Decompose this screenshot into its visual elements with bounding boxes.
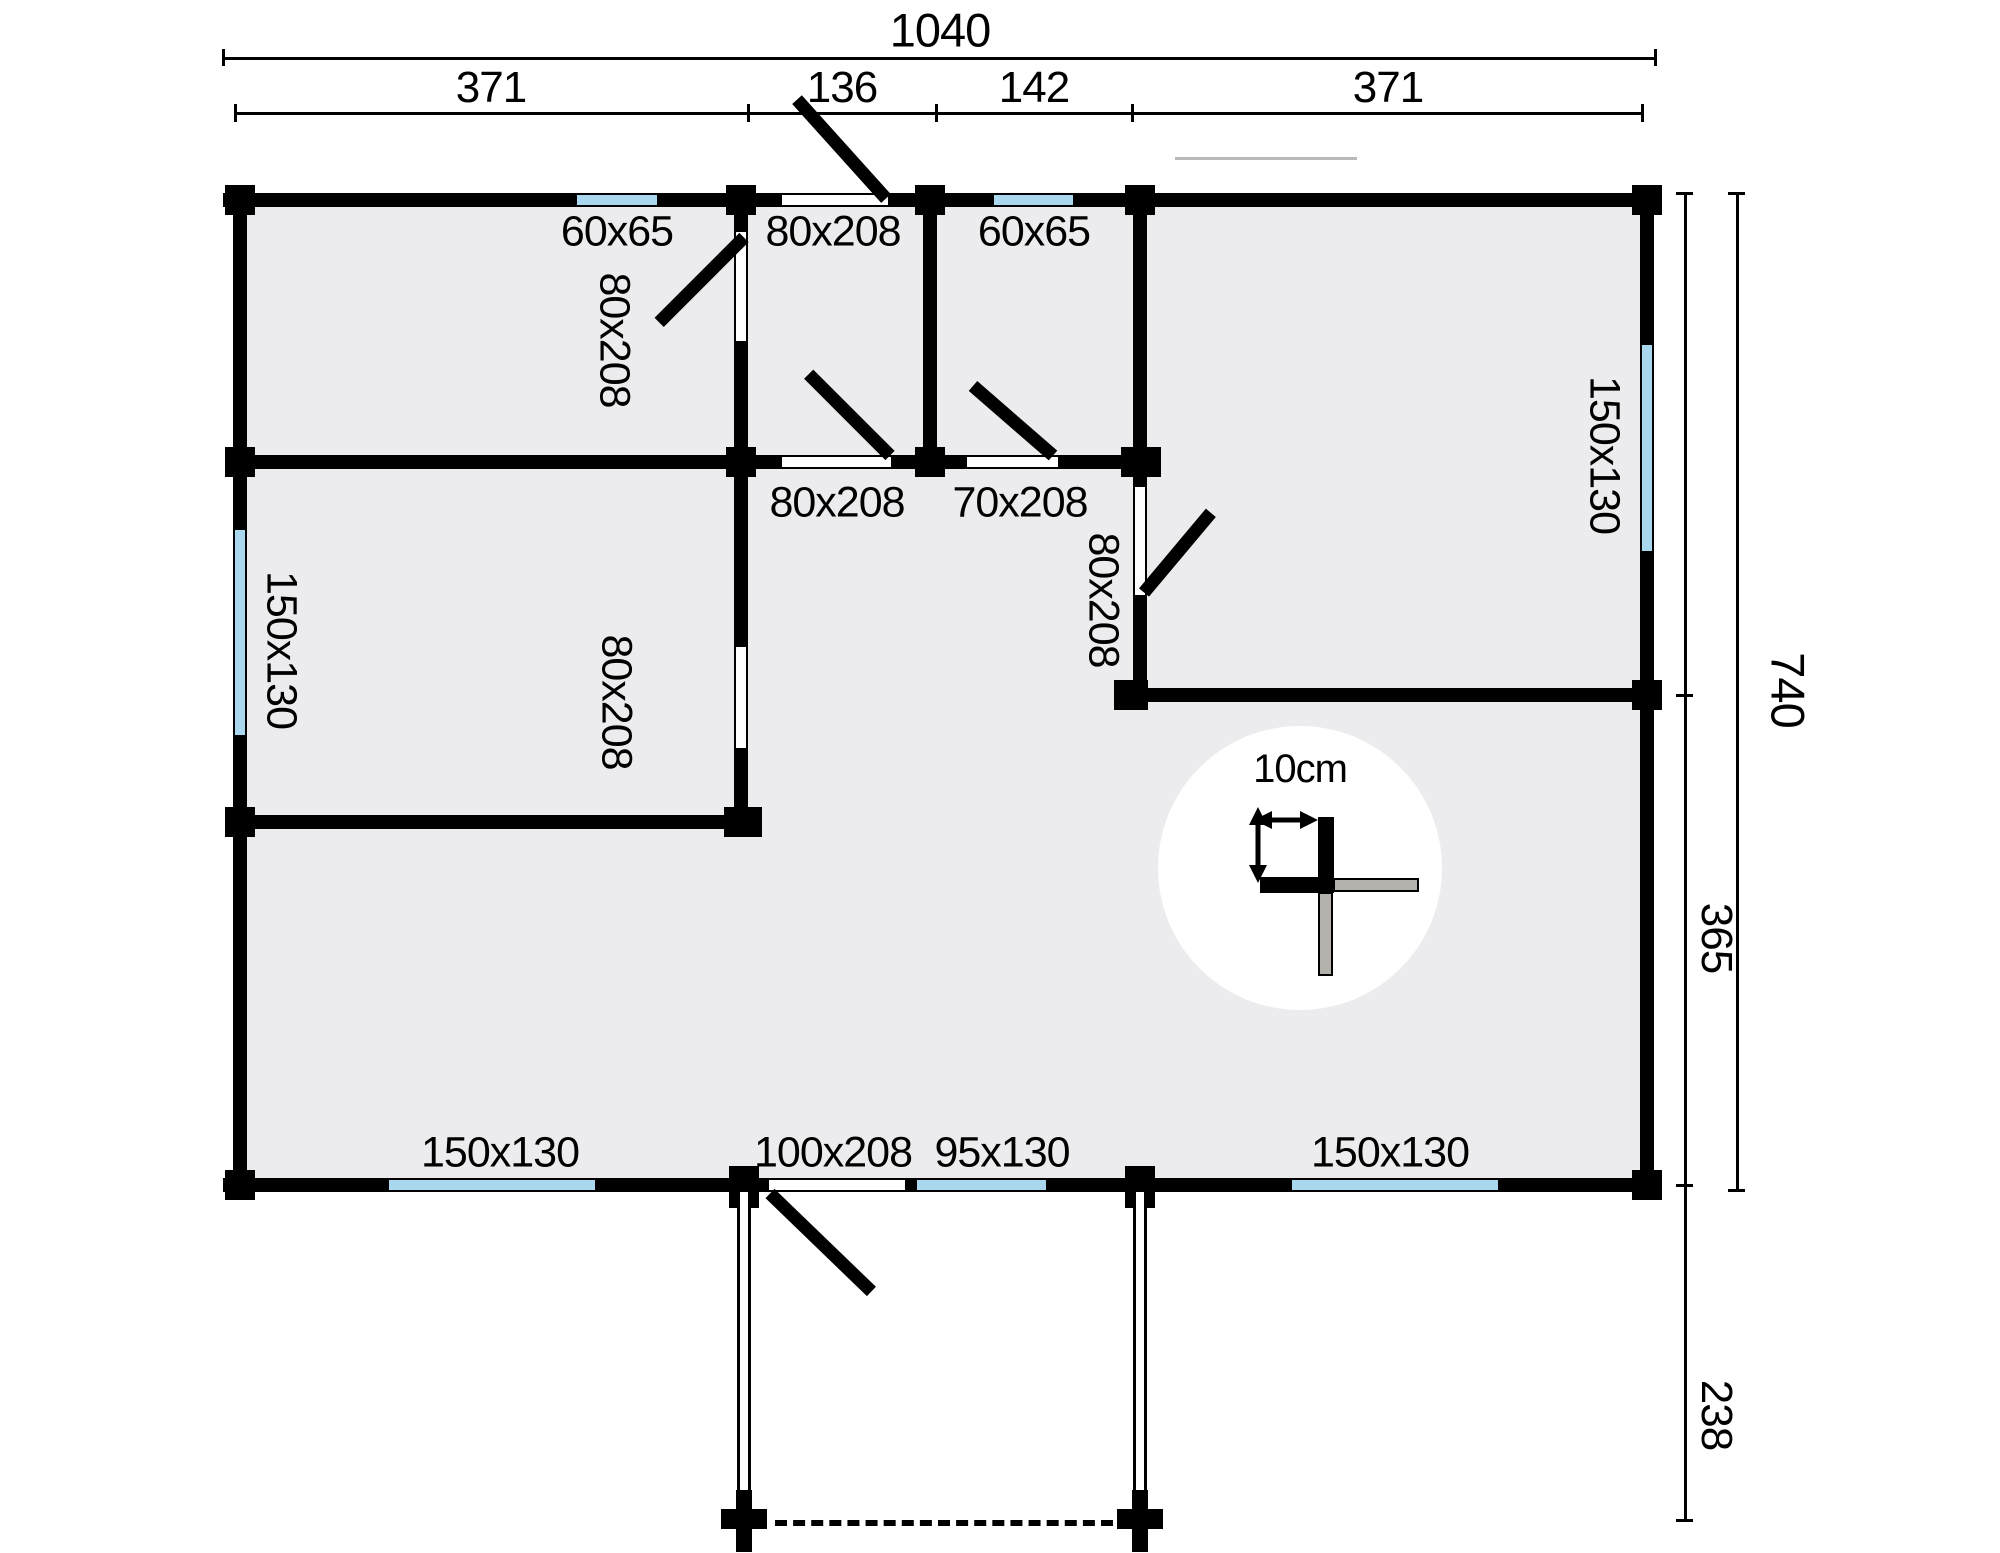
label-dim-height-lower: 365 [1692,902,1741,974]
label-window-top-right: 60x65 [977,207,1091,256]
porch-edge-dashed [775,1520,1113,1526]
dim-tick [1676,1519,1693,1522]
dim-line-right-inner [1684,193,1687,1522]
label-window-right: 150x130 [1580,376,1629,534]
label-scale-note: 10cm [1253,747,1348,791]
door-gap-top [780,193,890,207]
porch-post-left-h [721,1509,767,1529]
post-top-wall-b [915,185,945,215]
window-top-left [575,193,659,207]
dim-tick [234,104,237,122]
window-bottom-right [1290,1178,1500,1192]
faint-guide-line [1175,157,1357,160]
label-door-bedroom: 80x208 [1079,532,1128,668]
window-bottom-left [387,1178,597,1192]
post-c-h3 [1114,680,1148,710]
door-leaf-main [765,1188,876,1297]
label-door-main: 100x208 [754,1128,913,1177]
label-door-mid-bottom: 80x208 [769,478,905,527]
dim-tick [747,104,750,122]
wall-b [923,207,937,455]
label-dim-porch: 238 [1692,1379,1741,1451]
door-gap-room2 [734,645,748,750]
dim-line-total-width [223,57,1657,60]
post-right-h3 [1632,680,1662,710]
wall-h3 [1118,688,1654,702]
label-dim-seg-1: 371 [455,63,527,112]
window-bottom-mid [915,1178,1048,1192]
label-door-top: 80x208 [765,207,901,256]
wall-c-lower [1133,597,1147,702]
post-c-h1 [1121,447,1161,477]
label-door-room2: 80x208 [592,634,641,770]
label-dim-total-width: 1040 [889,3,992,57]
label-door-hall: 70x208 [952,478,1088,527]
porch-wall-left [737,1192,751,1492]
wall-c-upper [1133,207,1147,485]
dim-tick [1641,104,1644,122]
post-top-right [1632,185,1662,215]
door-gap-main [767,1178,907,1192]
label-dim-height: 740 [1761,652,1815,728]
label-dim-seg-2: 136 [806,63,878,112]
dim-tick [935,104,938,122]
label-dim-seg-3: 142 [998,63,1070,112]
label-window-top-left: 60x65 [560,207,674,256]
label-door-room1: 80x208 [590,272,639,408]
dim-tick [1728,1189,1745,1192]
label-window-left: 150x130 [257,571,306,729]
door-gap-hall [965,455,1060,469]
post-top-wall-a [726,185,756,215]
dim-tick [1131,104,1134,122]
dim-tick [1654,49,1657,66]
wall-a-middle [734,343,748,645]
post-bottom-left [225,1170,255,1200]
dim-line-right-outer [1736,193,1739,1192]
label-dim-seg-4: 371 [1352,63,1424,112]
dim-tick [1676,1184,1693,1187]
door-gap-mid-bottom [780,455,893,469]
post-top-wall-c [1125,185,1155,215]
dim-tick [222,49,225,66]
wall-h2 [247,815,762,829]
label-window-bottom-right: 150x130 [1311,1128,1470,1177]
window-right [1640,343,1654,553]
porch-wall-right [1133,1192,1147,1492]
porch-post-right-h [1117,1509,1163,1529]
window-left [233,528,247,737]
post-b-h1 [915,447,945,477]
label-window-bottom-left: 150x130 [421,1128,580,1177]
window-top-right [992,193,1075,207]
label-window-bottom-mid: 95x130 [934,1128,1070,1177]
post-left-h2 [225,807,255,837]
door-gap-room1 [734,230,748,343]
post-a-h2 [724,807,762,837]
scale-wall-thickness-icon [1249,807,1419,976]
post-a-h1 [726,447,756,477]
post-bottom-right [1632,1170,1662,1200]
dim-tick [1676,192,1693,195]
dim-tick [1676,694,1693,697]
post-left-h1 [225,447,255,477]
dim-line-width-segments [235,112,1644,115]
post-top-left [225,185,255,215]
dim-tick [1728,192,1745,195]
door-gap-bedroom [1133,485,1147,597]
scale-circle [1158,726,1442,1010]
wall-h1-left [247,455,780,469]
